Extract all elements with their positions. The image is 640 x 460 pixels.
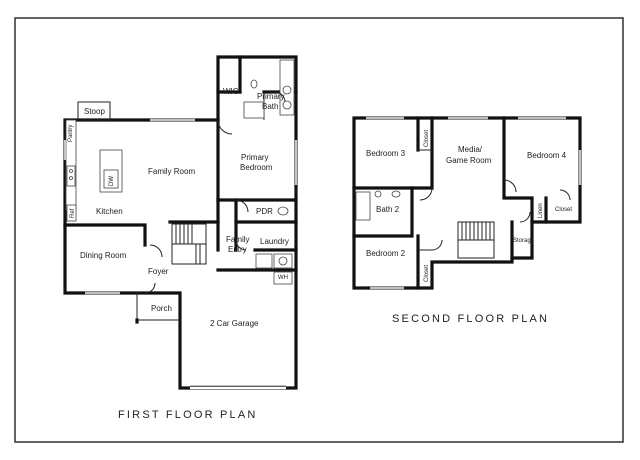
label-closet-b2: Closet	[424, 265, 430, 282]
label-linen: Linen	[538, 203, 544, 218]
label-porch: Porch	[151, 304, 172, 313]
label-media-line2: Game Room	[446, 156, 492, 165]
label-storage: Storage	[513, 238, 535, 244]
label-bedroom3: Bedroom 3	[366, 149, 406, 158]
label-dw: DW	[109, 176, 115, 186]
second-floor-plan: Bedroom 3 Closet Media/ Game Room Bedroo…	[352, 116, 582, 325]
kitchen-fixtures	[65, 119, 123, 222]
label-family-room: Family Room	[148, 167, 195, 176]
label-pdr: PDR	[256, 207, 273, 216]
second-floor-stairs	[457, 221, 495, 259]
second-floor-doors	[419, 179, 571, 251]
primary-bath-fixtures	[243, 59, 295, 119]
label-bath2: Bath 2	[376, 205, 400, 214]
label-pantry: Pantry	[68, 125, 74, 142]
label-primary-bedroom-line2: Bedroom	[240, 163, 273, 172]
label-dining-room: Dining Room	[80, 251, 127, 260]
second-floor-windows	[366, 116, 582, 290]
label-bedroom2: Bedroom 2	[366, 249, 406, 258]
dining-wall	[63, 223, 147, 247]
label-wic: WIC	[223, 87, 239, 96]
bath2-walls	[352, 186, 414, 238]
label-closet-b4: Closet	[555, 207, 572, 213]
first-floor-doors	[144, 91, 286, 294]
label-family-entry-line2: Entry	[228, 245, 247, 254]
sheet-border	[14, 17, 624, 443]
label-foyer: Foyer	[148, 267, 169, 276]
label-stoop: Stoop	[84, 107, 105, 116]
bedroom4-walls	[502, 116, 534, 224]
label-bedroom4: Bedroom 4	[527, 151, 567, 160]
label-primary-bath-line1: Primary	[257, 92, 285, 101]
first-floor-title: FIRST FLOOR PLAN	[118, 409, 258, 421]
bath2-fixtures	[355, 190, 401, 221]
label-kitchen: Kitchen	[96, 207, 123, 216]
label-garage: 2 Car Garage	[210, 319, 259, 328]
first-floor-plan: Stoop Pantry WIC Primary Bath Family Roo…	[63, 55, 298, 421]
label-laundry: Laundry	[260, 237, 289, 246]
label-media-line1: Media/	[458, 145, 483, 154]
label-closet-b3: Closet	[424, 130, 430, 147]
first-floor-windows	[63, 118, 298, 390]
label-primary-bedroom-line1: Primary	[241, 153, 269, 162]
label-primary-bath-line2: Bath	[262, 102, 278, 111]
second-floor-title: SECOND FLOOR PLAN	[392, 313, 549, 325]
label-family-entry-line1: Family	[226, 235, 250, 244]
label-wh: WH	[278, 275, 288, 281]
stoop-outline	[77, 101, 111, 121]
first-floor-stairs	[171, 223, 207, 265]
pdr-laundry-fixtures	[255, 206, 293, 285]
label-ref: Ref	[70, 208, 76, 218]
